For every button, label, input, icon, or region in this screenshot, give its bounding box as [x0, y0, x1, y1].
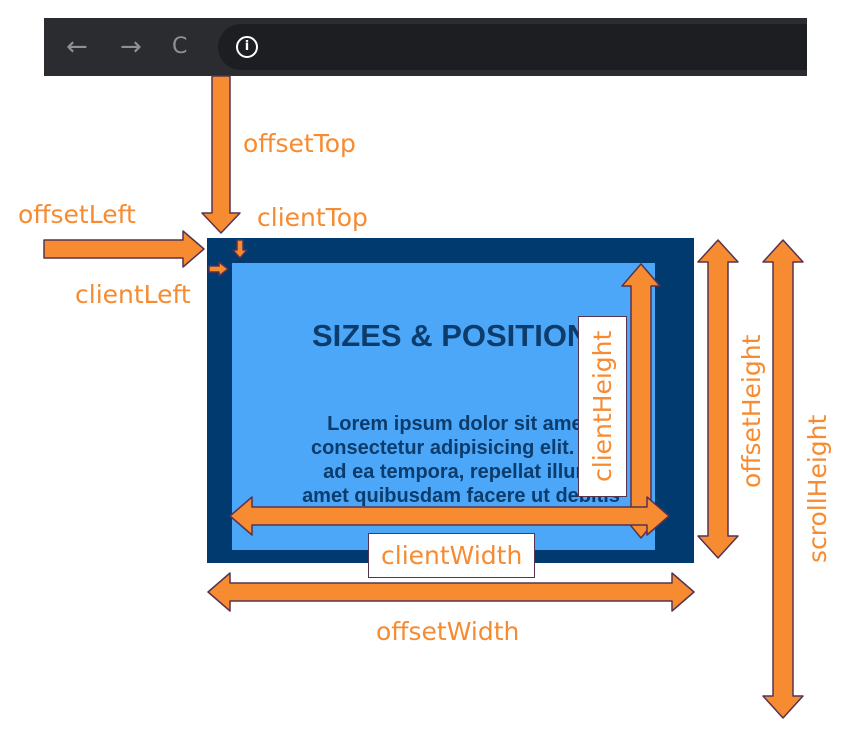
client-width-arrow [229, 496, 670, 536]
client-height-arrow [621, 263, 661, 539]
client-top-label: clientTop [257, 203, 368, 232]
browser-toolbar: ← → C i [44, 18, 807, 76]
scroll-height-label: scrollHeight [803, 414, 832, 563]
offset-width-label: offsetWidth [376, 617, 520, 646]
reload-icon[interactable]: C [172, 34, 188, 59]
offset-left-arrow [43, 230, 205, 268]
element-heading: SIZES & POSITIONS [312, 318, 610, 353]
offset-left-label: offsetLeft [18, 200, 136, 229]
paragraph-line: amet quibusdam facere ut debitis [302, 485, 620, 507]
client-width-label: clientWidth [368, 533, 536, 578]
offset-top-label: offsetTop [243, 129, 356, 158]
offset-height-label: offsetHeight [737, 334, 766, 488]
offset-top-arrow [201, 75, 241, 234]
forward-arrow-icon[interactable]: → [120, 32, 142, 62]
offset-height-arrow [697, 239, 739, 559]
paragraph-line: ad ea tempora, repellat illum, [323, 461, 599, 483]
paragraph-line: consectetur adipisicing elit. Hic [310, 437, 612, 459]
element-paragraph: Lorem ipsum dolor sit amet, consectetur … [232, 412, 655, 508]
client-left-arrow [208, 261, 229, 277]
client-left-label: clientLeft [75, 280, 191, 309]
client-top-arrow [232, 239, 248, 259]
scroll-height-arrow [762, 239, 804, 719]
info-icon[interactable]: i [236, 36, 258, 58]
offset-width-arrow [207, 572, 695, 612]
client-height-label: clientHeight [578, 315, 627, 497]
back-arrow-icon[interactable]: ← [66, 32, 88, 62]
element-content: SIZES & POSITIONS Lorem ipsum dolor sit … [232, 263, 655, 508]
paragraph-line: Lorem ipsum dolor sit amet, [327, 413, 595, 435]
address-bar[interactable]: i [218, 24, 807, 70]
